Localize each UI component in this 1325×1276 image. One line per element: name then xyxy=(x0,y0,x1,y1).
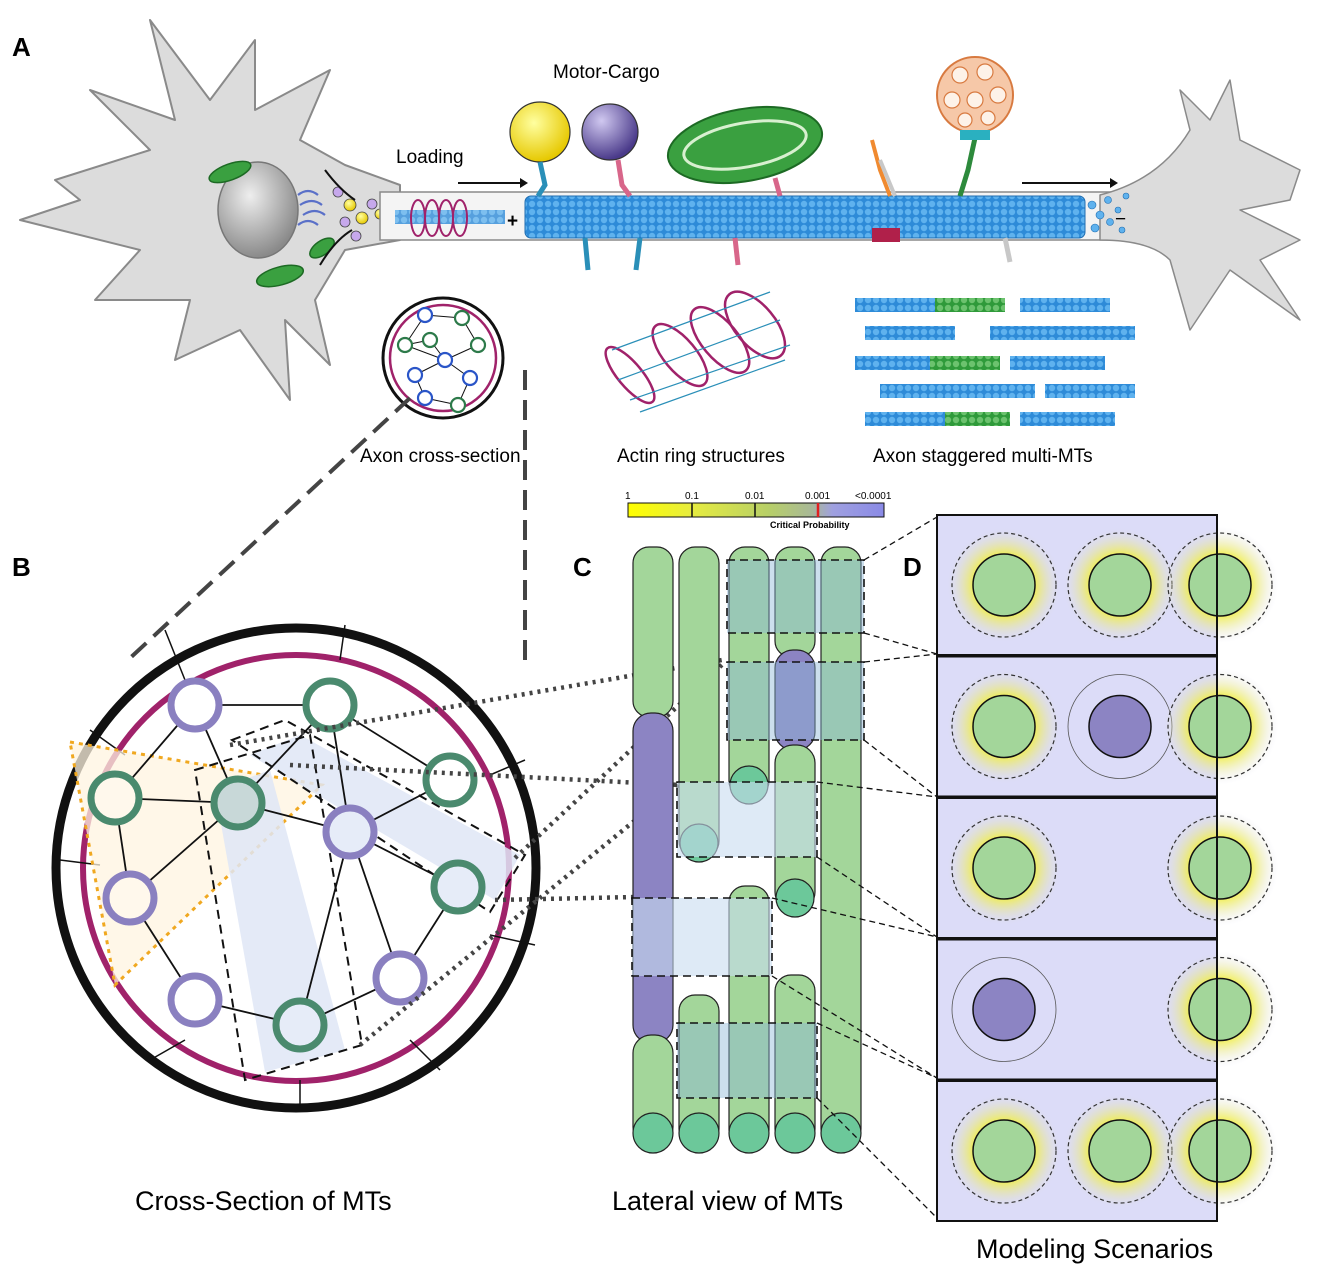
interaction-radius xyxy=(951,957,1057,1062)
kinesin-motor-1 xyxy=(535,161,548,198)
nucleus xyxy=(217,161,299,259)
scenario-3 xyxy=(936,797,1278,939)
interaction-radius xyxy=(1167,1098,1273,1204)
golgi-vesicles xyxy=(297,189,326,226)
cross-section-large xyxy=(51,623,541,1113)
interaction-radius xyxy=(1167,532,1273,638)
loading-label: Loading xyxy=(396,147,464,168)
scenario-5 xyxy=(936,1080,1278,1222)
c-to-d-connectors xyxy=(771,516,938,1219)
green-mt-circle xyxy=(1188,694,1252,759)
lower-motors xyxy=(582,237,741,271)
staggered-mts xyxy=(855,298,1135,426)
panel-letter-c: C xyxy=(573,552,592,582)
cb-tick-3: 0.01 xyxy=(745,491,765,502)
modeling-scenarios xyxy=(936,514,1278,1222)
main-microtubule xyxy=(524,195,1086,239)
green-mt-circle xyxy=(1088,1119,1152,1183)
scenario-4 xyxy=(936,938,1278,1081)
transport-arrowhead xyxy=(1110,178,1118,188)
lateral-view-mts-label: Lateral view of MTs xyxy=(612,1186,843,1216)
mt-col1-purple xyxy=(632,712,674,1044)
axon-cross-section-small xyxy=(381,296,505,420)
neuron-soma xyxy=(19,19,401,401)
interaction-radius xyxy=(951,1098,1057,1204)
purple-mt-circle xyxy=(1088,694,1152,759)
vesicle-adaptor xyxy=(960,130,990,140)
yellow-cargo xyxy=(509,101,571,163)
modeling-scenarios-label: Modeling Scenarios xyxy=(976,1234,1213,1264)
depolymerizing-dimers xyxy=(1087,192,1130,234)
panel-letter-b: B xyxy=(12,552,31,582)
soma-arrow-1 xyxy=(324,169,356,201)
zoom-line-left xyxy=(126,396,412,662)
scenario-1 xyxy=(936,514,1278,656)
soma-arrow-2 xyxy=(319,229,353,266)
axon-terminal xyxy=(1099,79,1301,331)
cb-tick-2: 0.1 xyxy=(685,491,699,502)
cb-title: Critical Probability xyxy=(770,520,850,530)
staggered-mts-label: Axon staggered multi-MTs xyxy=(873,446,1093,467)
plus-end-label: + xyxy=(507,211,518,232)
lateral-dashed-boxes xyxy=(631,559,865,1099)
gray-motor xyxy=(1002,237,1013,263)
actin-ring-structure xyxy=(604,290,791,413)
panel-letter-a: A xyxy=(12,32,31,62)
interaction-radius xyxy=(1167,673,1273,780)
green-mt-circle xyxy=(1088,553,1152,617)
green-mt-circle xyxy=(1188,1119,1252,1183)
lateral-mts xyxy=(632,546,862,1154)
cb-tick-1: 1 xyxy=(625,491,631,502)
mitochondrion-cristae xyxy=(682,119,808,171)
green-mt-circle xyxy=(972,553,1036,617)
purple-mt-circle xyxy=(972,977,1036,1042)
myosin-motors xyxy=(870,139,900,242)
mitochondrion-cargo xyxy=(666,106,824,184)
cb-tick-5: <0.0001 xyxy=(855,491,892,502)
panel-letter-d: D xyxy=(903,552,922,582)
motor-cargo-label: Motor-Cargo xyxy=(553,62,660,83)
lateral-overlays xyxy=(632,560,864,1098)
actin-rings-label: Actin ring structures xyxy=(617,446,785,467)
initial-segment-actin xyxy=(395,199,505,237)
scenario-2 xyxy=(936,655,1278,798)
interaction-radius xyxy=(951,532,1057,638)
axon-cross-section-label: Axon cross-section xyxy=(360,446,521,467)
green-mt-circle xyxy=(972,836,1036,900)
green-mt-circle xyxy=(1188,553,1252,617)
interaction-radius xyxy=(951,673,1057,780)
mt-col1-top xyxy=(632,546,674,718)
green-mt-circle xyxy=(972,1119,1036,1183)
green-mt-circle xyxy=(972,694,1036,759)
cb-tick-4: 0.001 xyxy=(805,491,830,502)
mt-col5 xyxy=(820,546,862,1146)
colorbar xyxy=(627,502,885,518)
dynein-motor-2 xyxy=(772,177,783,197)
cross-section-mts-label: Cross-Section of MTs xyxy=(135,1186,392,1216)
purple-cargo xyxy=(581,103,639,161)
soma-mitochondria xyxy=(208,160,335,288)
loading-arrowhead xyxy=(520,178,528,188)
interaction-radius xyxy=(1167,815,1273,921)
green-mt-circle xyxy=(1188,836,1252,900)
vesicle-motor xyxy=(957,137,978,197)
green-mt-circle xyxy=(1188,977,1252,1042)
interaction-radius xyxy=(951,815,1057,921)
interaction-radius xyxy=(1167,956,1273,1063)
minus-end-label: − xyxy=(1115,209,1126,230)
vesicle-granules xyxy=(943,63,1007,128)
dynein-motor-1 xyxy=(615,159,633,198)
